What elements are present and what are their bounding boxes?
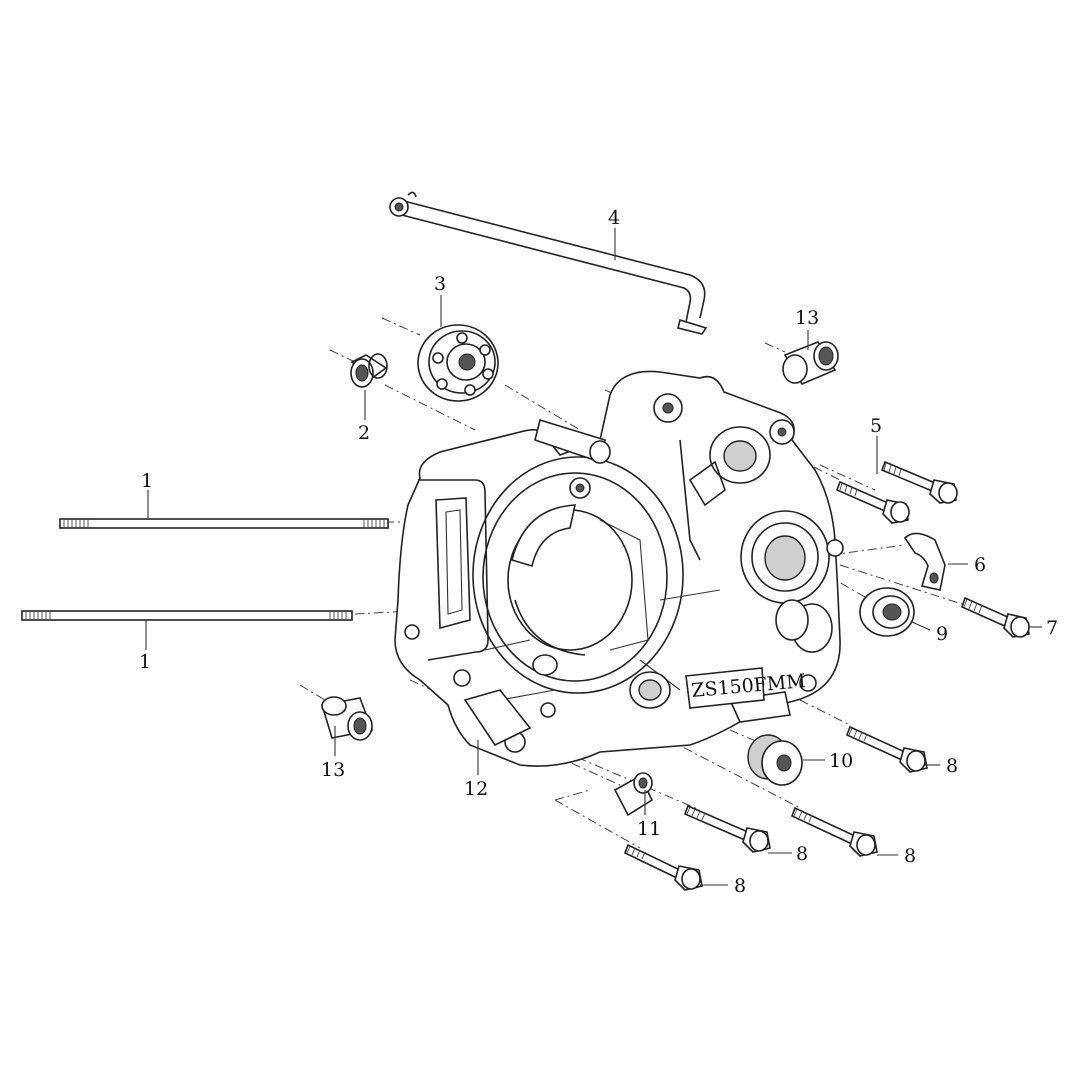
flange-bolt-8-mid (683, 804, 771, 853)
ball-bearing (417, 324, 499, 402)
callout-8-right: 8 (946, 755, 958, 777)
callout-9: 9 (936, 623, 948, 645)
callout-13-lower: 13 (321, 759, 345, 781)
bolt-5-upper (880, 460, 958, 504)
callout-5: 5 (870, 415, 882, 437)
stud-bolt-lower (21, 610, 353, 621)
callout-12: 12 (464, 778, 488, 800)
callout-11: 11 (637, 818, 661, 840)
rubber-spacer (747, 734, 803, 786)
stud-bolt-upper (59, 518, 389, 529)
callout-2: 2 (358, 422, 370, 444)
flange-bolt-8-right (845, 725, 928, 773)
flange-bolt-8-lowright (790, 806, 878, 857)
leader-lines (145, 228, 1042, 886)
needle-bearing (350, 353, 388, 388)
bolt-5-lower (835, 480, 910, 524)
callout-6: 6 (974, 554, 986, 576)
cable-clamp (903, 532, 946, 591)
callout-8-mid: 8 (796, 843, 808, 865)
callout-3: 3 (434, 273, 446, 295)
callout-8-lowright: 8 (904, 845, 916, 867)
bolt-7 (961, 596, 1030, 638)
small-bushing (613, 772, 654, 817)
callout-13-upper: 13 (795, 307, 819, 329)
dowel-pin-upper (782, 341, 839, 386)
flange-bolt-8-bottom (623, 843, 703, 891)
dowel-pin-lower (320, 696, 374, 741)
callout-7: 7 (1046, 617, 1058, 639)
callout-labels: 1 1 2 3 4 5 6 7 8 8 8 8 9 10 11 12 13 13 (139, 207, 1058, 897)
breather-tube (389, 191, 708, 335)
callout-8-bottom: 8 (734, 875, 746, 897)
callout-10: 10 (829, 750, 853, 772)
callout-4: 4 (608, 207, 620, 229)
callout-1-upper: 1 (141, 470, 153, 492)
crankcase-half: ZS150FMM (394, 370, 844, 767)
callout-1-lower: 1 (139, 651, 151, 673)
oil-seal (859, 587, 915, 637)
